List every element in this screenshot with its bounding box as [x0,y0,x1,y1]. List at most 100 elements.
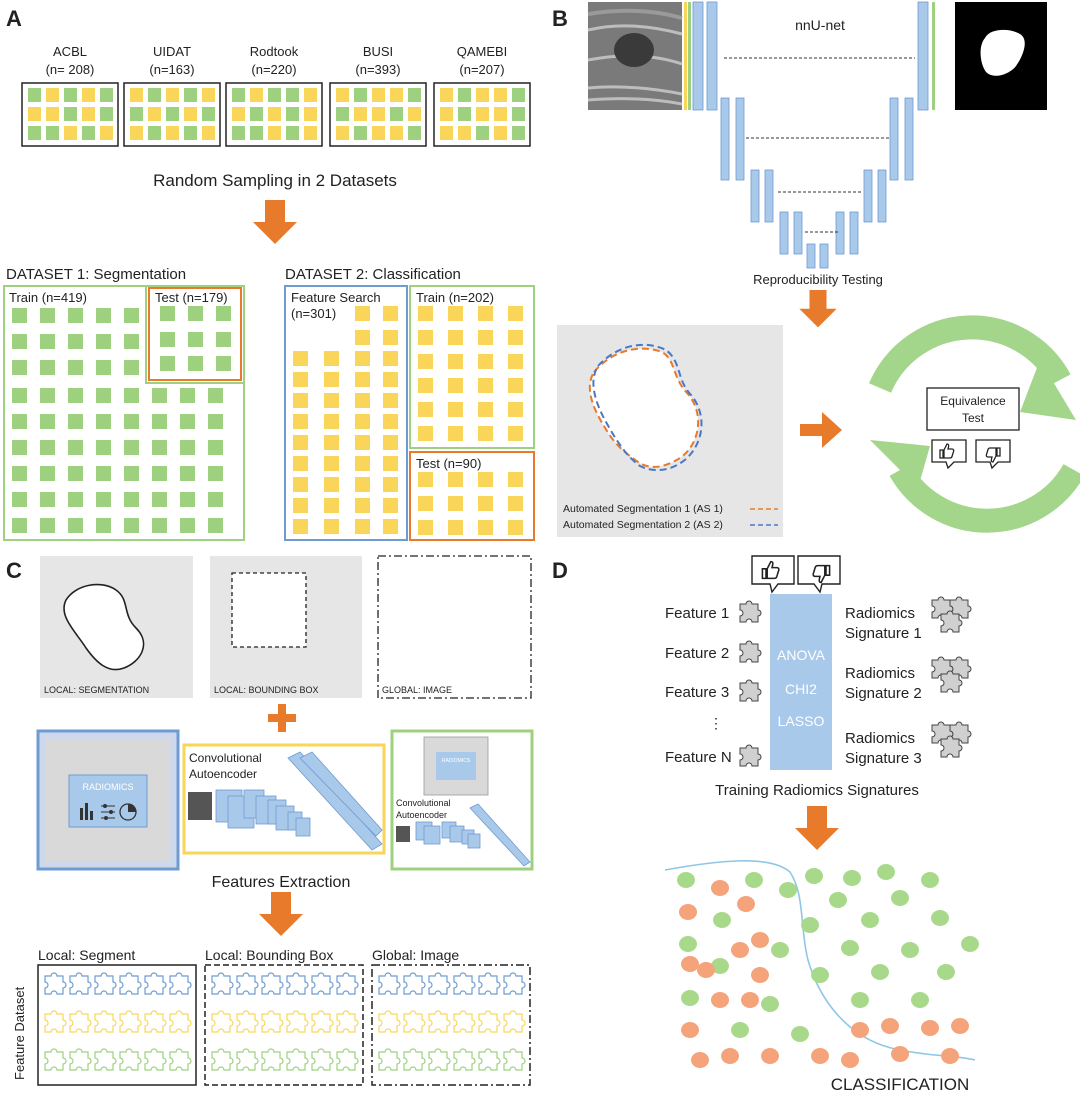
puzzle-icon [503,1048,526,1071]
feature-search-square [355,306,370,321]
signature-puzzle-icons [931,596,972,758]
grid-square [166,107,179,121]
grid-square [458,126,471,140]
grid-square [268,88,281,102]
source-dataset-name: ACBL [53,44,87,59]
thumbs-up-bubble-b [931,439,967,470]
class-dot-green [851,992,869,1008]
grid-square [512,107,525,121]
class-dot-salmon [891,1046,909,1062]
segmentation-train-square [68,492,83,507]
feature-ellipsis: ⋮ [709,715,723,731]
class-dot-salmon [711,880,729,896]
right-arrow-b [800,412,842,448]
ds-local-bbox-box [204,964,364,1086]
legend-as1-label: Automated Segmentation 1 (AS 1) [563,503,723,515]
segmentation-train-square [12,308,27,323]
puzzle-icon [211,972,234,995]
classification-train-square [448,378,463,393]
puzzle-icon [503,1010,526,1033]
puzzle-icon [44,1010,67,1033]
feature-search-square [293,372,308,387]
segmentation-train-square [12,414,27,429]
class-dot-salmon [679,904,697,920]
puzzle-icon [44,1048,67,1071]
classification-dots [677,864,979,1068]
classification-test-square [448,496,463,511]
unet-layer-block [835,211,845,255]
plus-icon [268,704,296,732]
puzzle-icon [44,972,67,995]
train2-label: Train (n=202) [416,290,494,305]
grid-square [250,88,263,102]
grid-square [28,126,41,140]
class-dot-green [779,882,797,898]
segmentation-train-square [12,360,27,375]
sig-2-word: Radiomics [845,665,915,682]
train2-frame [409,285,535,449]
segmentation-train-square [68,414,83,429]
puzzle-icon [336,972,359,995]
global-image-label: GLOBAL: IMAGE [382,685,452,695]
feature-search-square [324,519,339,534]
dataset2-squares [293,306,523,535]
feature-search-square [383,372,398,387]
classification-test-square [448,472,463,487]
classification-train-square [478,306,493,321]
segmentation-train-square [124,308,139,323]
source-dataset-count: (n=393) [355,62,400,77]
unet-layer-block [849,211,859,255]
unet-layer-block [750,169,760,223]
grid-square [148,126,161,140]
class-dot-salmon [761,1048,779,1064]
as2-contour [592,343,703,472]
feature-search-square [355,498,370,513]
cae-global-label-2: Autoencoder [396,810,447,820]
down-arrow-a [253,200,297,244]
unet-layer-block [917,1,929,111]
segmentation-test-square [160,306,175,321]
segmentation-train-square [12,334,27,349]
puzzle-icon [453,1010,476,1033]
feature-search-square [383,498,398,513]
classification-train-square [418,330,433,345]
grid-square [166,126,179,140]
classification-test-square [448,520,463,535]
class-dot-green [811,967,829,983]
segmentation-train-square [12,518,27,533]
grid-square [476,88,489,102]
class-dot-green [937,964,955,980]
feature-search-square [383,435,398,450]
segmentation-test-square [216,306,231,321]
segmentation-train-square [180,518,195,533]
reproducibility-label: Reproducibility Testing [753,272,883,287]
segmentation-train-square [208,414,223,429]
classification-train-square [508,354,523,369]
puzzle-icon [69,1010,92,1033]
thumbs-down-bubble-d [797,555,841,594]
segmentation-train-square [96,334,111,349]
puzzle-icon [478,1010,501,1033]
test-label: Test [962,411,985,425]
class-dot-green [877,864,895,880]
feature-search-square [293,477,308,492]
nnunet-title: nnU-net [795,17,845,33]
grid-square [286,88,299,102]
grid-square [100,88,113,102]
classification-test-square [508,472,523,487]
class-dot-green [843,870,861,886]
cae-global-thumbnail [396,826,410,842]
panel-label-d: D [552,558,568,583]
as1-contour [588,347,700,468]
feature-search-square [355,393,370,408]
grid-square [304,88,317,102]
puzzle-icon [69,1048,92,1071]
sig-1-word: Radiomics [845,605,915,622]
feature-search-square [324,393,339,408]
classification-train-square [478,426,493,441]
feature-dataset-puzzles [44,972,526,1071]
unet-layer-block [863,169,873,223]
grid-square [354,126,367,140]
segmentation-train-square [152,518,167,533]
feature-2-label: Feature 2 [665,645,729,662]
